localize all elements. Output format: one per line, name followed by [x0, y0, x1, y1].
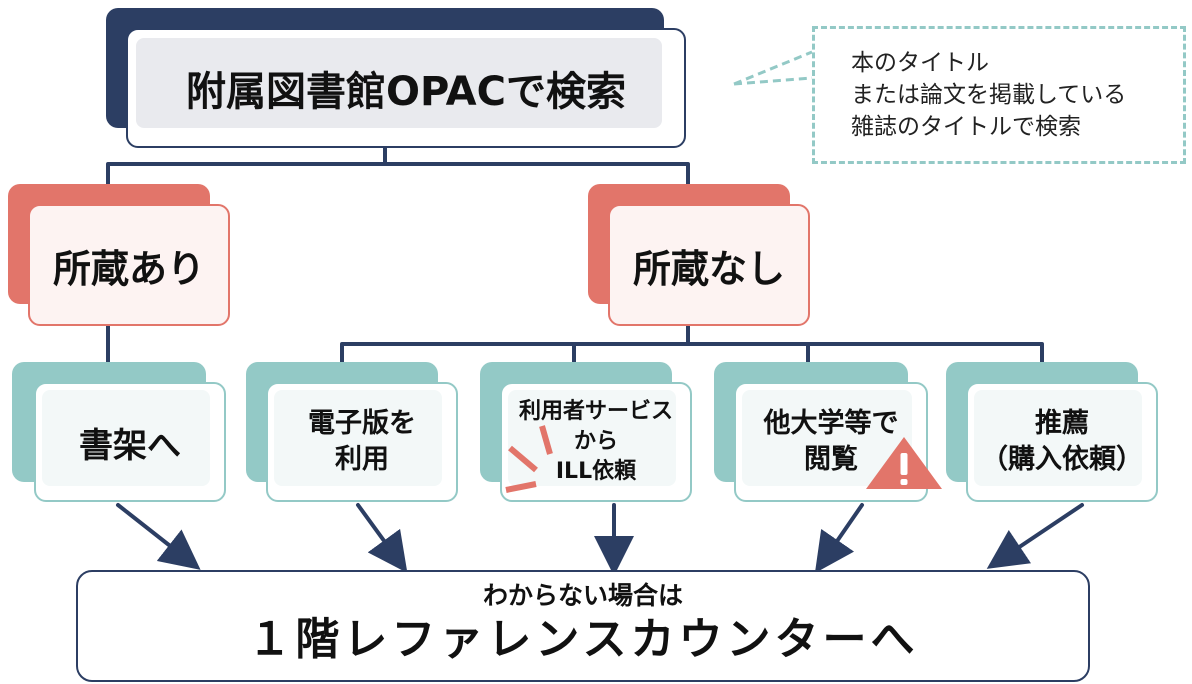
- ebook-box-fill: [274, 390, 442, 486]
- ebook-box-line-1: 電子版を: [308, 408, 416, 439]
- connector-notheld-options: [340, 323, 1044, 370]
- ebook-box-line-2: 利用: [335, 444, 389, 475]
- note-line-1: 本のタイトル: [851, 50, 989, 76]
- arrow-ebook: [356, 503, 408, 573]
- reference-counter-box: わからない場合は １階レファレンスカウンターへ: [76, 570, 1090, 682]
- not-held-box: 所蔵なし: [608, 204, 810, 326]
- arrow-shelf: [116, 503, 201, 570]
- held-box: 所蔵あり: [28, 204, 230, 326]
- ebook-box-text: 電子版を 利用: [308, 406, 416, 478]
- shelf-box: 書架へ: [34, 382, 226, 502]
- title-box-label: 附属図書館OPACで検索: [186, 69, 626, 115]
- title-box: 附属図書館OPACで検索: [126, 28, 686, 148]
- note-line-3: 雑誌のタイトルで検索: [851, 114, 1081, 140]
- ill-box-line-2: から: [573, 429, 618, 454]
- recommend-box-line-2: （購入依頼）: [981, 444, 1143, 475]
- arrow-recommend: [986, 503, 1084, 569]
- title-box-fill: [136, 38, 662, 128]
- arrow-other-univ: [814, 503, 864, 574]
- other-univ-box-line-1: 他大学等で: [763, 408, 899, 439]
- recommend-box-text: 推薦 （購入依頼）: [981, 406, 1143, 478]
- held-box-label: 所蔵あり: [52, 246, 205, 291]
- ill-box-line-1: 利用者サービス: [518, 399, 673, 424]
- ill-box-text: 利用者サービス から ILL依頼: [519, 397, 673, 487]
- other-univ-box-text: 他大学等で 閲覧: [764, 406, 899, 478]
- warning-icon: [866, 437, 942, 489]
- note-line-2: または論文を掲載している: [851, 82, 1127, 108]
- other-univ-box: 他大学等で 閲覧: [734, 382, 928, 502]
- not-held-box-label: 所蔵なし: [632, 246, 785, 291]
- ebook-box: 電子版を 利用: [266, 382, 458, 502]
- ill-box-line-3: ILL依頼: [555, 459, 637, 484]
- recommend-box-line-1: 推薦: [1035, 408, 1089, 439]
- recommend-box-fill: [974, 390, 1142, 486]
- reference-counter-title: １階レファレンスカウンターへ: [247, 614, 919, 665]
- recommend-box: 推薦 （購入依頼）: [966, 382, 1158, 502]
- connector-title-branches: [106, 146, 690, 192]
- note-pointer: [733, 50, 813, 86]
- shelf-box-fill: [42, 390, 210, 486]
- reference-counter-subtitle: わからない場合は: [482, 581, 683, 610]
- note-box: 本のタイトル または論文を掲載している 雑誌のタイトルで検索: [812, 26, 1186, 164]
- spark-icon: [505, 425, 553, 493]
- shelf-box-label: 書架へ: [79, 425, 181, 466]
- other-univ-box-line-2: 閲覧: [804, 444, 858, 475]
